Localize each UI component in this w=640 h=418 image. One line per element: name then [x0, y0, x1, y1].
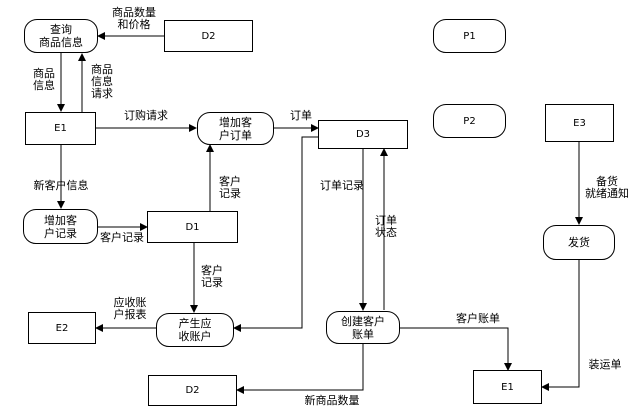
flow-shipping-note: [541, 260, 580, 391]
label-order-status: 订单 状态: [375, 214, 397, 239]
entity-e2: E2: [28, 312, 96, 344]
label-product-info-request: 商品 信息 请求: [91, 63, 113, 100]
label-new-product-qty: 新商品数量: [304, 394, 360, 407]
label-customer-record-2: 客户 记录: [219, 175, 241, 200]
label-product-info: 商品 信息: [33, 67, 55, 92]
store-d2-top: D2: [164, 20, 253, 52]
label-qty-price: 商品数量 和价格: [112, 6, 156, 31]
process-p1: P1: [433, 19, 506, 53]
label-customer-bill: 客户账单: [456, 312, 500, 325]
label-ready-notice: 备货 就绪通知: [585, 175, 629, 200]
label-customer-record-3: 客户 记录: [201, 264, 223, 289]
store-d1: D1: [147, 211, 238, 243]
process-p2: P2: [433, 104, 506, 138]
process-ship: 发货: [543, 225, 615, 260]
process-query-product-info: 查询 商品信息: [24, 19, 98, 53]
process-generate-receivable: 产生应 收账户: [156, 313, 234, 347]
label-new-customer-info: 新客户信息: [33, 179, 89, 192]
label-order: 订单: [290, 109, 312, 122]
flow-customer-bill: [400, 327, 512, 371]
process-add-customer-order: 增加客 户订单: [197, 112, 274, 145]
label-shipping-note: 装运单: [588, 358, 622, 371]
label-order-record: 订单记录: [320, 179, 364, 192]
process-create-customer-bill: 创建客户 账单: [326, 311, 400, 344]
entity-e1-bottom: E1: [473, 370, 542, 404]
label-order-request: 订购请求: [124, 109, 168, 122]
store-d3: D3: [318, 120, 408, 149]
flow-new-product-qty: [236, 344, 364, 394]
flow-d3-to-receivable: [233, 136, 318, 332]
label-receivable-report: 应收账 户报表: [113, 296, 147, 321]
entity-e3: E3: [545, 104, 614, 142]
process-add-customer-record: 增加客 户记录: [23, 209, 98, 244]
entity-e1-top: E1: [25, 112, 96, 145]
store-d2-bottom: D2: [148, 375, 237, 406]
label-customer-record-1: 客户记录: [100, 231, 144, 244]
